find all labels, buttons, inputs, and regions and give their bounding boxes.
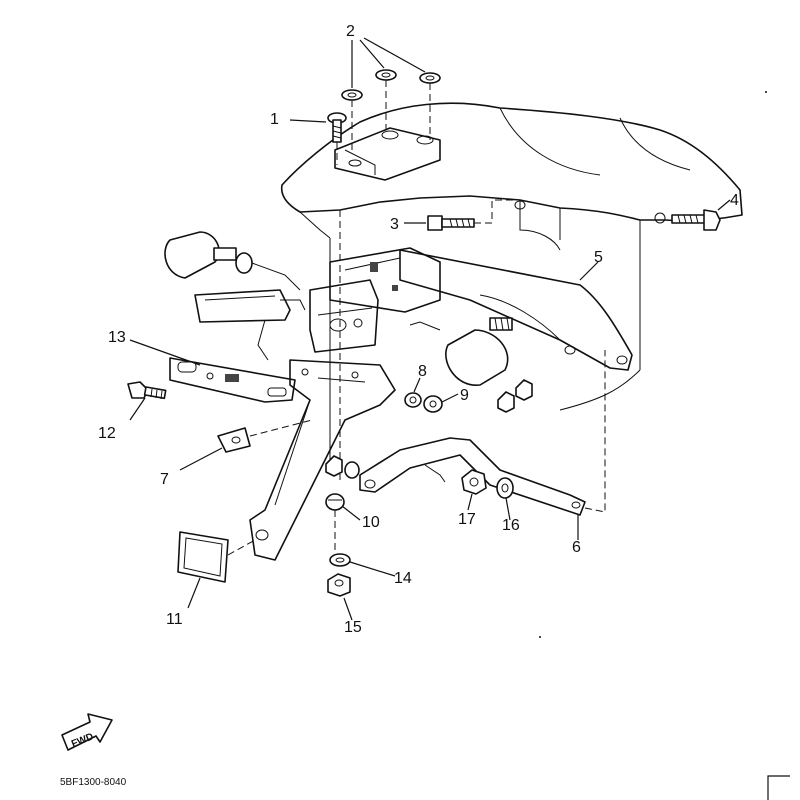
callout-10: 10 <box>362 514 380 531</box>
nut-washer-pair-mid <box>325 455 360 479</box>
callout-2: 2 <box>346 23 355 40</box>
nut-10 <box>325 493 345 550</box>
stay-7 <box>217 419 313 453</box>
callout-11: 11 <box>166 611 183 628</box>
nut-15 <box>327 573 351 597</box>
bolt-3 <box>427 199 518 231</box>
bolt-4 <box>671 209 721 231</box>
turn-signal-left <box>164 231 301 291</box>
callout-8: 8 <box>418 363 427 380</box>
bracket-5 <box>399 249 633 371</box>
stray-dot <box>539 636 541 638</box>
washer-16 <box>496 477 514 499</box>
callout-14: 14 <box>394 570 412 587</box>
callout-5: 5 <box>594 249 603 266</box>
nut-17 <box>461 469 487 495</box>
screw-1 <box>327 112 347 165</box>
nut-9 <box>423 395 443 413</box>
callout-6: 6 <box>572 539 581 556</box>
reflector-11 <box>177 531 256 583</box>
stray-dot <box>765 91 767 93</box>
washer-2-group <box>341 69 441 150</box>
tail-light <box>194 289 306 361</box>
callout-7: 7 <box>160 471 169 488</box>
collar-8 <box>404 392 422 408</box>
callout-16: 16 <box>502 517 520 534</box>
washer-14 <box>329 553 351 567</box>
license-stay <box>249 359 396 561</box>
callout-17: 17 <box>458 511 476 528</box>
leader-lines <box>129 37 731 621</box>
license-bracket-housing <box>309 247 441 353</box>
stay-6 <box>359 350 606 516</box>
callout-4: 4 <box>730 192 739 209</box>
fwd-arrow-icon: FWD <box>61 713 113 751</box>
turn-signal-right <box>409 317 513 386</box>
nut-washer-pair-right <box>497 379 533 413</box>
callout-labels: 2 1 3 4 5 13 8 9 12 7 10 17 16 6 14 11 1… <box>98 23 739 636</box>
callout-9: 9 <box>460 387 469 404</box>
bolt-12 <box>127 381 167 400</box>
rear-fender <box>280 102 743 480</box>
corner-mark <box>767 775 790 800</box>
callout-1: 1 <box>270 111 279 128</box>
plate-bracket-13 <box>169 357 296 403</box>
callout-15: 15 <box>344 619 362 636</box>
callout-3: 3 <box>390 216 399 233</box>
callout-13: 13 <box>108 329 126 346</box>
drawing-code: 5BF1300-8040 <box>60 777 127 788</box>
callout-12: 12 <box>98 425 116 442</box>
